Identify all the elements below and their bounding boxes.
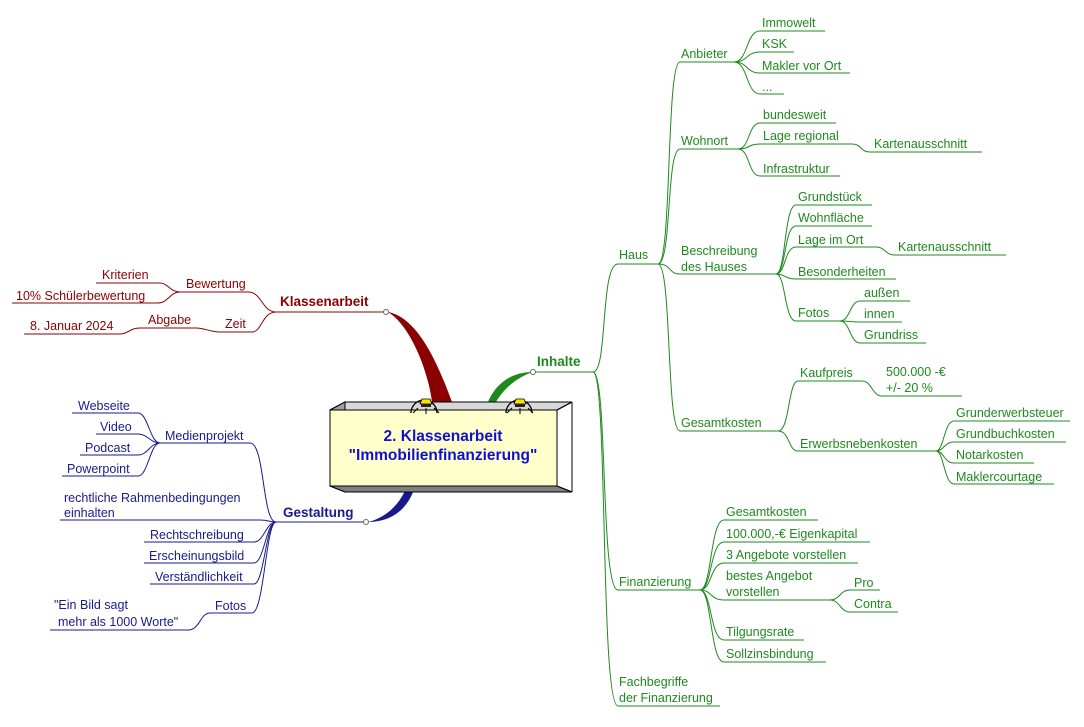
node-haus[interactable]: Haus: [619, 248, 648, 262]
center-title-line2: "Immobilienfinanzierung": [349, 447, 538, 464]
node-kartenausschnitt-1[interactable]: Kartenausschnitt: [874, 137, 968, 151]
node-video[interactable]: Video: [100, 420, 132, 434]
central-topic[interactable]: 2. Klassenarbeit "Immobilienfinanzierung…: [329, 312, 573, 522]
node-zitat-line2[interactable]: mehr als 1000 Worte": [58, 615, 178, 629]
node-infrastruktur[interactable]: Infrastruktur: [763, 162, 830, 176]
node-sollzinsbindung[interactable]: Sollzinsbindung: [726, 647, 814, 661]
node-rahmen-line2[interactable]: einhalten: [64, 506, 115, 520]
node-notarkosten[interactable]: Notarkosten: [956, 448, 1023, 462]
node-erwerbsnebenkosten[interactable]: Erwerbsnebenkosten: [800, 437, 917, 451]
node-pro[interactable]: Pro: [854, 576, 874, 590]
node-gesamtkosten[interactable]: Gesamtkosten: [681, 416, 762, 430]
box-bottom: [329, 485, 573, 493]
box-face: [329, 409, 558, 487]
node-grunderwerbsteuer[interactable]: Grunderwerbsteuer: [956, 406, 1064, 420]
node-powerpoint[interactable]: Powerpoint: [67, 462, 130, 476]
node-webseite[interactable]: Webseite: [78, 399, 130, 413]
node-abgabe[interactable]: Abgabe: [148, 313, 191, 327]
branch-label-inhalte[interactable]: Inhalte: [537, 354, 581, 369]
node-fachbegriffe-line1[interactable]: Fachbegriffe: [619, 675, 688, 689]
box-top: [329, 401, 573, 411]
node-eigenkapital[interactable]: 100.000,-€ Eigenkapital: [726, 527, 857, 541]
node-innen[interactable]: innen: [864, 307, 895, 321]
klassenarbeit-connector: [388, 312, 452, 402]
branch-label-gestaltung[interactable]: Gestaltung: [283, 505, 354, 520]
center-title-line1: 2. Klassenarbeit: [384, 428, 503, 445]
inhalte-connector: [488, 372, 533, 402]
node-ksk[interactable]: KSK: [762, 37, 788, 51]
node-kaufpreis[interactable]: Kaufpreis: [800, 366, 853, 380]
node-ellipsis[interactable]: ...: [762, 80, 772, 94]
node-wohnort[interactable]: Wohnort: [681, 134, 729, 148]
node-erscheinungsbild[interactable]: Erscheinungsbild: [149, 549, 244, 563]
node-makler-vor-ort[interactable]: Makler vor Ort: [762, 59, 842, 73]
node-lage-im-ort[interactable]: Lage im Ort: [798, 233, 864, 247]
node-kriterien[interactable]: Kriterien: [102, 268, 149, 282]
node-grundbuchkosten[interactable]: Grundbuchkosten: [956, 427, 1055, 441]
node-fotos-haus[interactable]: Fotos: [798, 306, 829, 320]
node-zeit[interactable]: Zeit: [225, 317, 246, 331]
node-angebote[interactable]: 3 Angebote vorstellen: [726, 548, 846, 562]
gestaltung-connector: [368, 486, 415, 522]
node-rahmen-line1[interactable]: rechtliche Rahmenbedingungen: [64, 491, 241, 505]
branch-klassenarbeit: [12, 282, 389, 335]
node-lage-regional[interactable]: Lage regional: [763, 129, 839, 143]
branch-label-klassenarbeit[interactable]: Klassenarbeit: [280, 294, 369, 309]
node-datum[interactable]: 8. Januar 2024: [30, 319, 113, 333]
node-fin-gesamtkosten[interactable]: Gesamtkosten: [726, 505, 807, 519]
node-besonderheiten[interactable]: Besonderheiten: [798, 265, 886, 279]
node-zitat-line1[interactable]: "Ein Bild sagt: [54, 598, 128, 612]
node-medienprojekt[interactable]: Medienprojekt: [165, 429, 244, 443]
node-verstaendlichkeit[interactable]: Verständlichkeit: [155, 570, 243, 584]
node-contra[interactable]: Contra: [854, 597, 892, 611]
lamp-icon: [410, 398, 440, 414]
node-bestes-line2[interactable]: vorstellen: [726, 585, 780, 599]
node-kartenausschnitt-2[interactable]: Kartenausschnitt: [898, 240, 992, 254]
branch-inhalte: [530, 30, 1070, 707]
node-preis-line2[interactable]: +/- 20 %: [886, 381, 933, 395]
node-schuelerbewertung[interactable]: 10% Schülerbewertung: [16, 289, 145, 303]
branch-gestaltung: [50, 412, 369, 631]
node-maklercourtage[interactable]: Maklercourtage: [956, 470, 1042, 484]
node-aussen[interactable]: außen: [864, 286, 899, 300]
node-wohnflaeche[interactable]: Wohnfläche: [798, 211, 864, 225]
node-preis-line1[interactable]: 500.000 -€: [886, 365, 946, 379]
node-immowelt[interactable]: Immowelt: [762, 16, 816, 30]
node-finanzierung[interactable]: Finanzierung: [619, 575, 691, 589]
node-grundstueck[interactable]: Grundstück: [798, 190, 863, 204]
node-beschreibung-line2[interactable]: des Hauses: [681, 260, 747, 274]
node-bewertung[interactable]: Bewertung: [186, 277, 246, 291]
node-podcast[interactable]: Podcast: [85, 441, 131, 455]
node-fachbegriffe-line2[interactable]: der Finanzierung: [619, 691, 713, 705]
node-fotos-gestaltung[interactable]: Fotos: [215, 599, 246, 613]
node-grundriss[interactable]: Grundriss: [864, 328, 918, 342]
node-beschreibung-line1[interactable]: Beschreibung: [681, 244, 757, 258]
lamp-icon: [505, 398, 534, 414]
node-bundesweit[interactable]: bundesweit: [763, 108, 827, 122]
node-rechtschreibung[interactable]: Rechtschreibung: [150, 528, 244, 542]
node-bestes-line1[interactable]: bestes Angebot: [726, 569, 813, 583]
node-tilgungsrate[interactable]: Tilgungsrate: [726, 625, 794, 639]
node-anbieter[interactable]: Anbieter: [681, 47, 728, 61]
